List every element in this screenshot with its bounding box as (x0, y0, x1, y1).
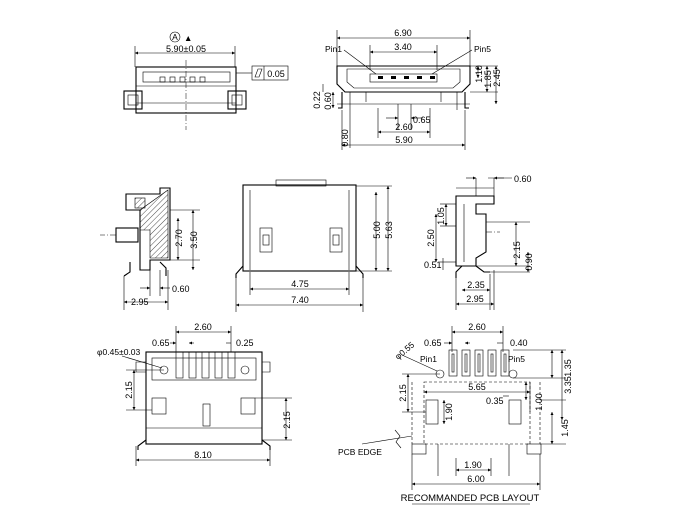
dim-0-25: 0.25 (236, 338, 254, 348)
dim-2-95: 2.95 (466, 294, 484, 304)
dim-7-40: 7.40 (291, 295, 309, 305)
side-right-view: 0.60 1.05 2.50 0.51 2.15 0.90 2.35 2.95 (424, 174, 534, 310)
dim-1-90-v: 1.90 (444, 403, 454, 421)
top-view: 5.00 5.63 4.75 7.40 (235, 179, 394, 312)
pcb-edge-label: PCB EDGE (338, 447, 382, 457)
pcb-hole-label: φ0.55 (393, 340, 417, 362)
dim-1-00: 1.00 (534, 393, 544, 411)
dim-1-45: 1.45 (560, 419, 570, 437)
dim-1-05: 1.05 (436, 207, 446, 225)
hole-label: φ0.45±0.03 (97, 347, 141, 357)
dim-2-15: 2.15 (512, 241, 522, 259)
dim-0-60: 0.60 (323, 92, 333, 110)
dim-3-40: 3.40 (394, 42, 412, 52)
dim-2-15-left: 2.15 (124, 381, 134, 399)
dim-1-35: 1.35 (563, 359, 573, 377)
pcb-layout-view: 2.60 0.65 0.40 Pin1 Pin5 φ0.55 (338, 322, 573, 505)
flatness-value: 0.05 (267, 69, 285, 79)
dim-0-65: 0.65 (152, 338, 170, 348)
pin5-label: Pin5 (474, 44, 491, 54)
datum-triangle: ▲ (184, 33, 192, 43)
pcb-pin5-label: Pin5 (508, 354, 525, 364)
dim-0-22: 0.22 (312, 91, 322, 109)
dim-3-50: 3.50 (189, 231, 199, 249)
dim-3-35: 3.35 (563, 376, 573, 394)
dim-5-00: 5.00 (372, 221, 382, 239)
dim-5-63: 5.63 (384, 221, 394, 239)
pin1-label: Pin1 (325, 44, 342, 54)
dim-2-60: 2.60 (194, 322, 212, 332)
pcb-layout-title: RECOMMANDED PCB LAYOUT (401, 493, 540, 504)
dim-0-65: 0.65 (424, 338, 442, 348)
dim-1-85: 1.85 (483, 70, 493, 88)
dim-0-90: 0.90 (524, 253, 534, 271)
dim-0-35: 0.35 (486, 396, 504, 406)
dim-2-45: 2.45 (492, 69, 502, 87)
dim-0-60: 0.60 (514, 174, 532, 184)
dim-1-10: 1.10 (474, 65, 484, 83)
dim-5-90: 5.90±0.05 (166, 44, 206, 54)
dim-8-10: 8.10 (194, 450, 212, 460)
dim-2-15: 2.15 (398, 384, 408, 402)
side-section-view: 2.95 0.60 2.70 3.50 (100, 187, 200, 310)
dim-0-60: 0.60 (172, 284, 190, 294)
dim-6-90: 6.90 (394, 28, 412, 38)
dim-1-90-h: 1.90 (464, 460, 482, 470)
dim-0-65: 0.65 (413, 115, 431, 125)
pin-view: 6.90 3.40 Pin1 Pin5 0.22 (312, 28, 502, 150)
dim-2-50: 2.50 (426, 229, 436, 247)
datum-label: A (172, 32, 178, 42)
dim-2-70: 2.70 (174, 229, 184, 247)
dim-4-75: 4.75 (291, 279, 309, 289)
dim-6-00: 6.00 (467, 474, 485, 484)
dim-5-90: 5.90 (395, 135, 413, 145)
dim-5-65: 5.65 (468, 382, 486, 392)
dim-2-35: 2.35 (467, 280, 485, 290)
dim-0-80: 0.80 (340, 129, 350, 147)
dim-2-60: 2.60 (468, 322, 486, 332)
dim-2-95: 2.95 (131, 297, 149, 307)
bottom-view: 2.60 0.65 0.25 φ0.45±0.03 (97, 322, 292, 466)
dim-0-51: 0.51 (424, 260, 442, 270)
dim-2-15-right: 2.15 (282, 411, 292, 429)
pcb-pin1-label: Pin1 (420, 354, 437, 364)
dim-2-60: 2.60 (395, 122, 413, 132)
front-view: A ▲ 5.90±0.05 0.05 (123, 31, 289, 130)
dim-0-40: 0.40 (510, 338, 528, 348)
